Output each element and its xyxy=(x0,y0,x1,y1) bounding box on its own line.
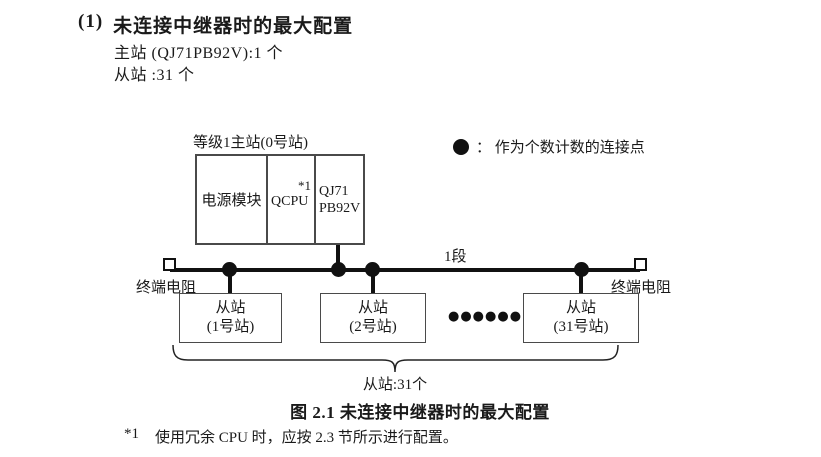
pb92v-cell: QJ71 PB92V xyxy=(314,156,363,243)
power-module-label: 电源模块 xyxy=(201,193,262,209)
slave31-label-line2: (31号站) xyxy=(553,319,609,335)
slave-station-1-box: 从站 (1号站) xyxy=(179,293,282,343)
footnote-text: 使用冗余 CPU 时，应按 2.3 节所示进行配置。 xyxy=(155,430,458,446)
slave1-label-line2: (1号站) xyxy=(206,319,255,335)
ellipsis-dots: ●●●●●● xyxy=(448,309,523,324)
heading-number: (1) xyxy=(78,11,104,32)
pb92v-label-line2: PB92V xyxy=(319,200,361,216)
slave2-drop-line xyxy=(371,270,375,293)
slave2-label-line1: 从站 xyxy=(357,300,388,316)
terminator-left-icon xyxy=(163,258,176,271)
segment-label: 1段 xyxy=(444,249,467,265)
slave31-drop-line xyxy=(579,270,583,293)
connection-point-icon xyxy=(453,138,469,155)
power-module-cell: 电源模块 xyxy=(197,156,266,243)
section-heading: (1) 未连接中继器时的最大配置 xyxy=(78,11,353,38)
legend: ： 作为个数计数的连接点 xyxy=(453,136,645,157)
heading-title: 未连接中继器时的最大配置 xyxy=(113,16,354,37)
footnote-marker: *1 xyxy=(124,426,139,442)
figure-caption: 图 2.1 未连接中继器时的最大配置 xyxy=(290,403,550,422)
legend-label: ： 作为个数计数的连接点 xyxy=(476,140,645,156)
connection-point-dot xyxy=(365,262,380,277)
master-count-line: 主站 (QJ71PB92V):1 个 xyxy=(114,45,284,62)
footnote-ref: *1 xyxy=(298,178,311,193)
terminator-right-label: 终端电阻 xyxy=(611,280,672,296)
bus-line xyxy=(170,268,640,272)
brace xyxy=(172,344,619,373)
slave1-label-line1: 从站 xyxy=(215,300,246,316)
slave1-drop-line xyxy=(228,270,232,293)
connection-point-dot xyxy=(331,262,346,277)
slave-station-31-box: 从站 (31号站) xyxy=(523,293,639,343)
master-station-box: 电源模块 *1 QCPU QJ71 PB92V xyxy=(195,154,365,245)
terminator-left-label: 终端电阻 xyxy=(136,280,197,296)
footnote: *1 使用冗余 CPU 时，应按 2.3 节所示进行配置。 xyxy=(124,426,458,447)
brace-label: 从站:31个 xyxy=(362,377,428,393)
qcpu-cell: *1 QCPU xyxy=(266,156,314,243)
connection-point-dot xyxy=(574,262,589,277)
qcpu-label: QCPU xyxy=(271,194,309,209)
connection-point-dot xyxy=(222,262,237,277)
slave-count-line: 从站 :31 个 xyxy=(114,67,195,84)
slave2-label-line2: (2号站) xyxy=(349,319,397,335)
pb92v-label-line1: QJ71 xyxy=(319,183,349,199)
terminator-right-icon xyxy=(634,258,647,271)
master-station-label: 等级1主站(0号站) xyxy=(193,135,308,151)
slave-station-2-box: 从站 (2号站) xyxy=(320,293,426,343)
slave31-label-line1: 从站 xyxy=(565,300,596,316)
master-drop-line xyxy=(336,245,340,270)
